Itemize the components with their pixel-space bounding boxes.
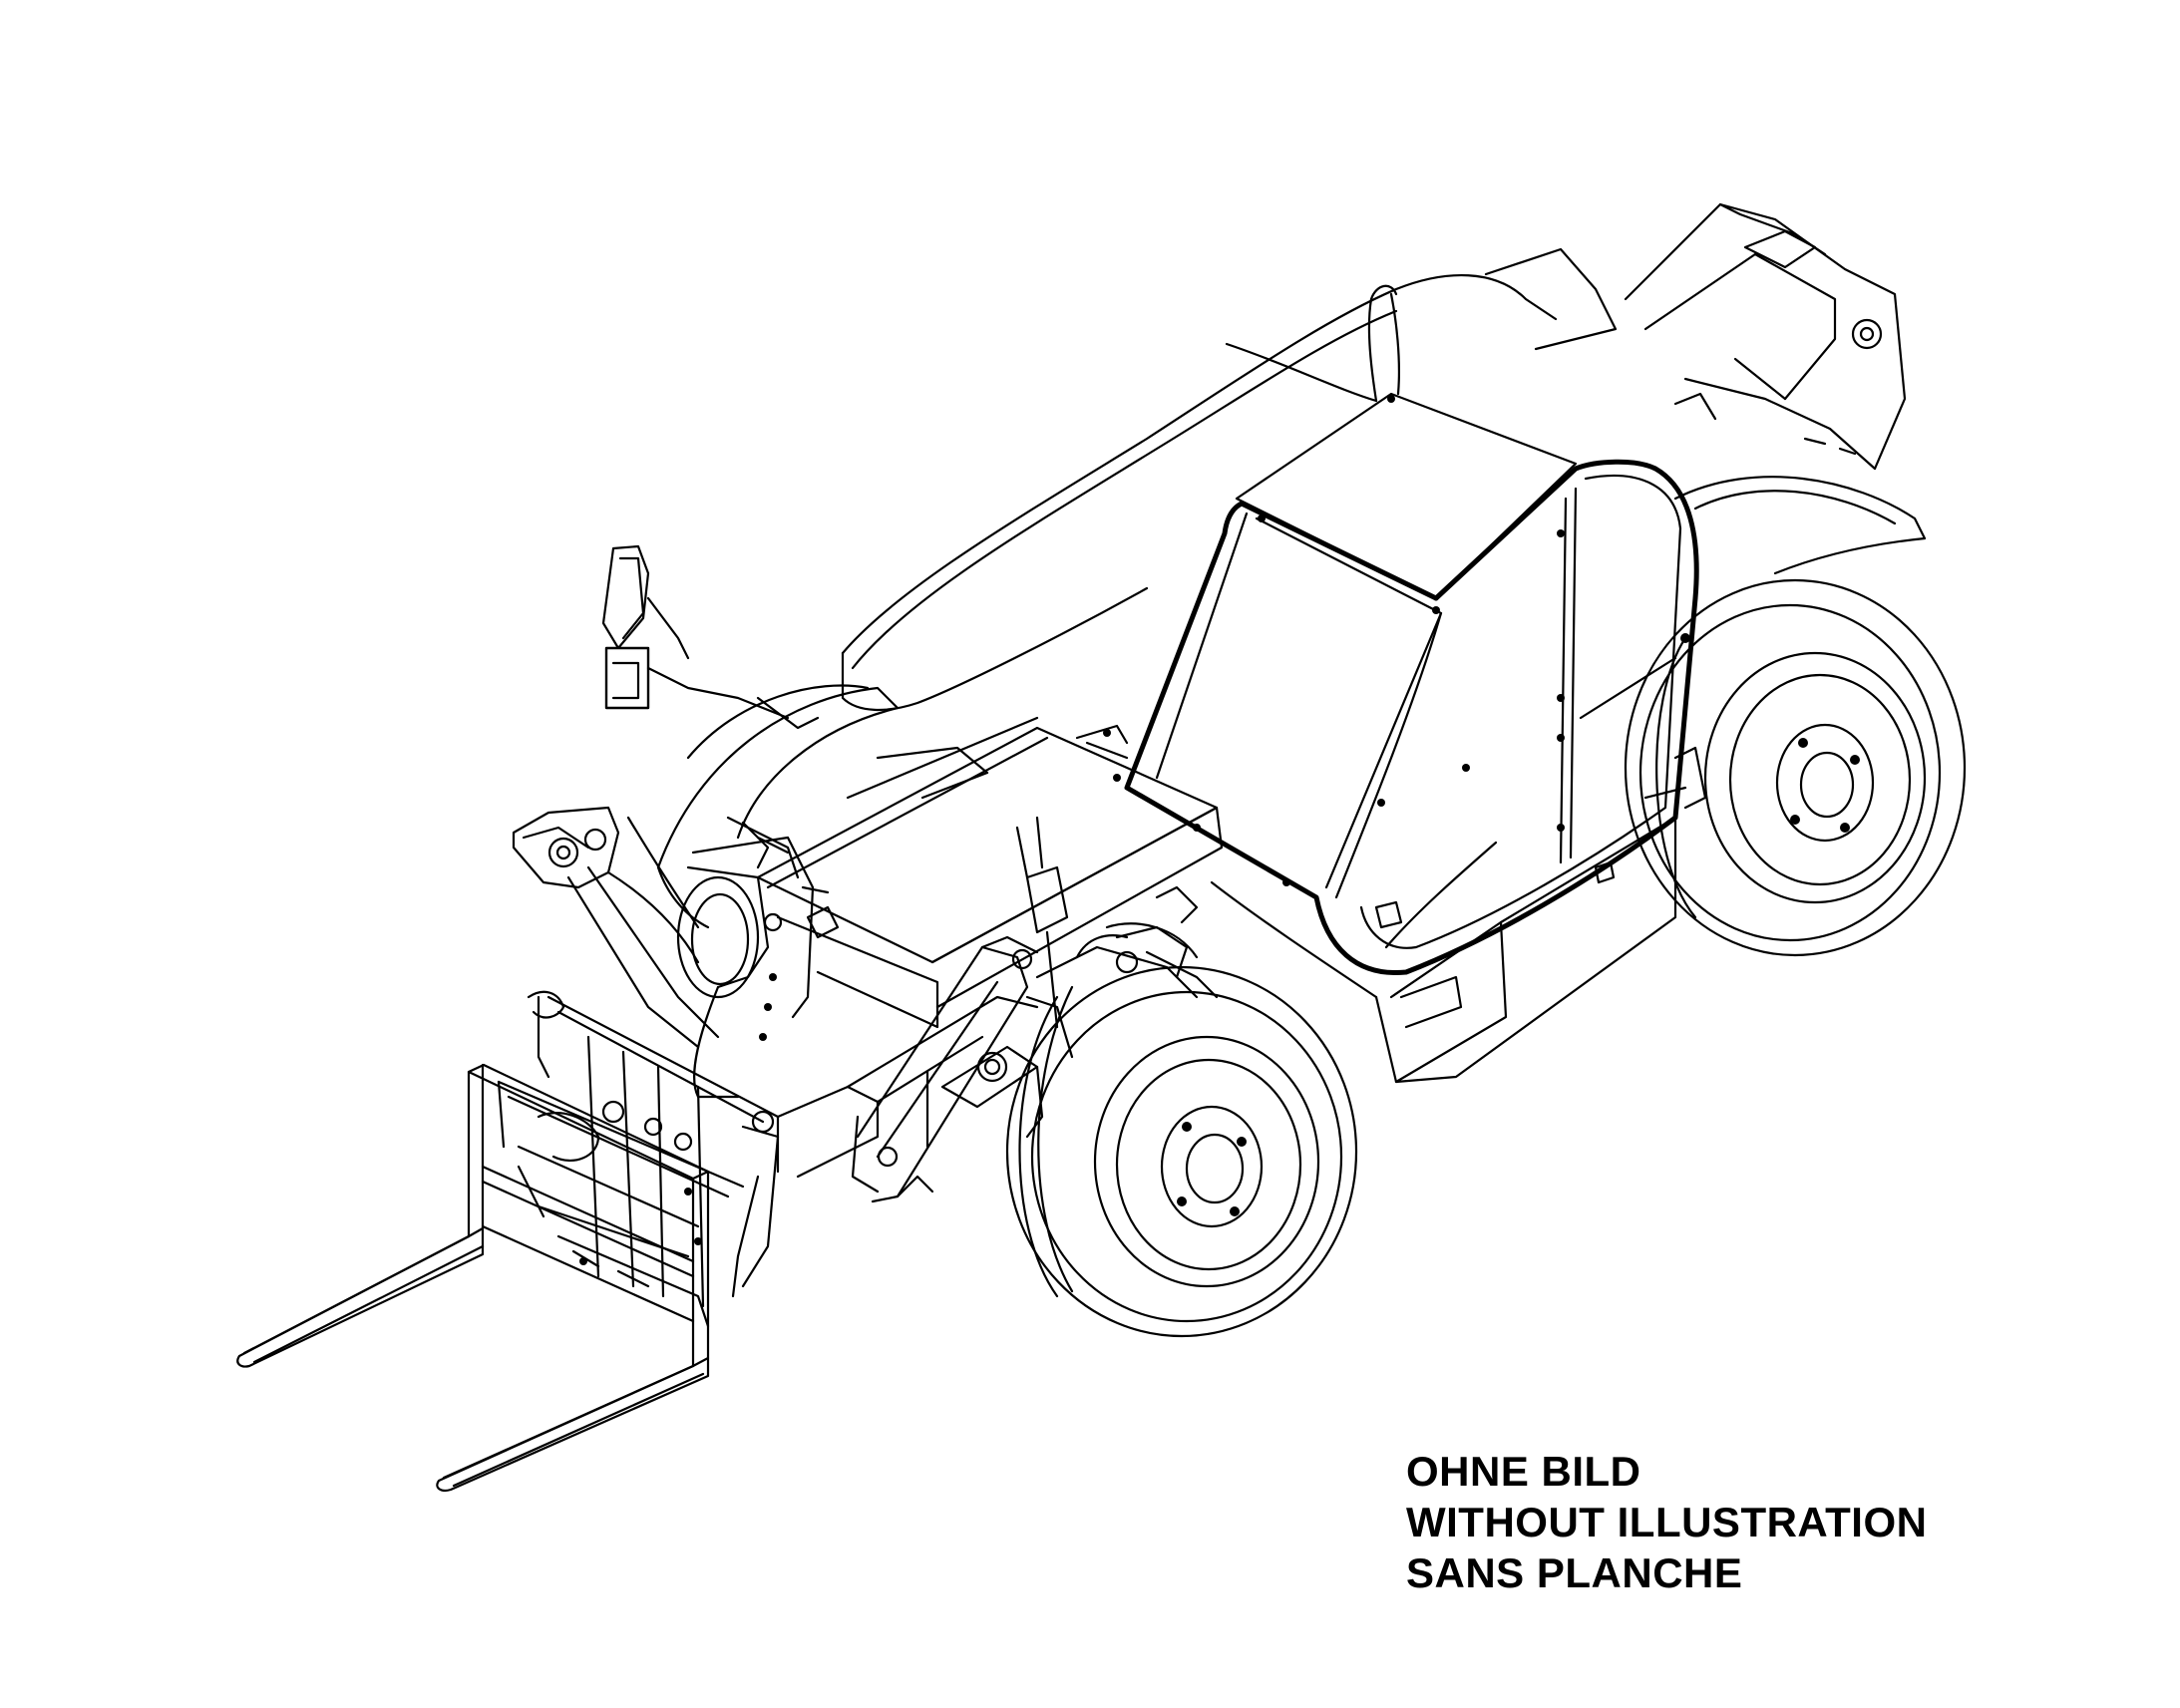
rear-axle-link [1643, 746, 1707, 810]
lift-cylinder [512, 806, 720, 1049]
caption-line-german: OHNE BILD [1406, 1448, 1641, 1495]
front-fender [656, 684, 1199, 999]
right-fork-tine [436, 1356, 710, 1492]
left-fork-tine [236, 1226, 485, 1368]
caption-line-english: WITHOUT ILLUSTRATION [1406, 1499, 1928, 1545]
caption-line-french: SANS PLANCHE [1406, 1549, 1743, 1596]
front-lower-frame [776, 995, 1039, 1194]
operator-cab [1124, 392, 1699, 976]
tilt-cylinder [856, 816, 1074, 1203]
caption-block: OHNE BILD WITHOUT ILLUSTRATION SANS PLAN… [1406, 1446, 1927, 1598]
side-mirror [601, 544, 790, 720]
front-axle-hydraulics [1075, 885, 1219, 999]
front-wheel [1005, 965, 1358, 1338]
fork-frame [467, 1063, 710, 1368]
telescopic-boom [756, 716, 1224, 1029]
rear-boom-pivot [1484, 202, 1907, 471]
cab-base [1210, 816, 1677, 1084]
engine-hood [841, 273, 1558, 711]
rear-fender [1673, 476, 1927, 575]
boom-head [676, 816, 840, 1099]
fork-carriage [497, 990, 780, 1328]
